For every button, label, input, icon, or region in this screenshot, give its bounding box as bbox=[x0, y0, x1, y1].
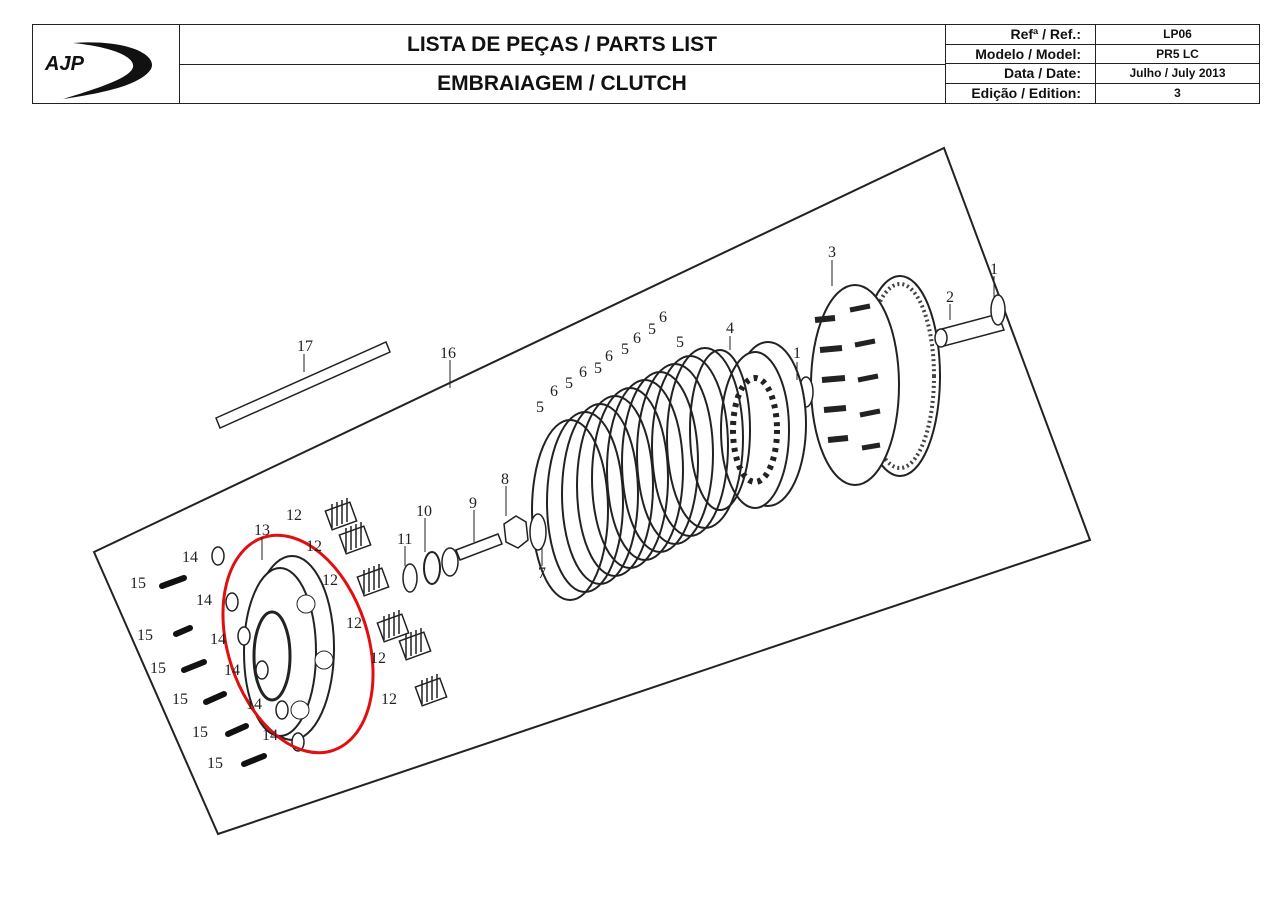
document-subtitle: EMBRAIAGEM / CLUTCH bbox=[437, 71, 687, 95]
callout-15: 15 bbox=[192, 724, 208, 741]
callout-5: 5 bbox=[676, 334, 684, 351]
document-title: LISTA DE PEÇAS / PARTS LIST bbox=[179, 25, 945, 65]
callout-10: 10 bbox=[416, 503, 432, 520]
title-cell: LISTA DE PEÇAS / PARTS LIST EMBRAIAGEM /… bbox=[179, 25, 946, 103]
spring-bolts bbox=[159, 575, 267, 767]
meta-row-edition: Edição / Edition: 3 bbox=[945, 83, 1259, 103]
callout-1: 1 bbox=[990, 261, 998, 278]
callout-5: 5 bbox=[648, 321, 656, 338]
callout-8: 8 bbox=[501, 471, 509, 488]
callout-2: 2 bbox=[946, 289, 954, 306]
callout-12: 12 bbox=[286, 507, 302, 524]
clutch-springs bbox=[324, 498, 448, 707]
callout-1: 1 bbox=[793, 345, 801, 362]
meta-label: Data / Date: bbox=[945, 64, 1096, 83]
callout-6: 6 bbox=[550, 383, 558, 400]
callout-12: 12 bbox=[346, 615, 362, 632]
callout-5: 5 bbox=[621, 341, 629, 358]
meta-row-model: Modelo / Model: PR5 LC bbox=[945, 44, 1259, 64]
callout-7: 7 bbox=[538, 565, 546, 582]
callout-12: 12 bbox=[381, 691, 397, 708]
callout-15: 15 bbox=[207, 755, 223, 772]
callout-13: 13 bbox=[254, 522, 270, 539]
pushrod-piece bbox=[441, 533, 503, 577]
meta-label: Refª / Ref.: bbox=[945, 25, 1096, 44]
meta-table: Refª / Ref.: LP06 Modelo / Model: PR5 LC… bbox=[945, 25, 1259, 103]
meta-value: PR5 LC bbox=[1156, 46, 1199, 61]
callout-14: 14 bbox=[196, 592, 212, 609]
meta-value: 3 bbox=[1174, 85, 1181, 100]
clutch-center-hub bbox=[720, 341, 807, 509]
callout-5: 5 bbox=[565, 375, 573, 392]
exploded-clutch-diagram: 1 1 2 3 4 5 5 5 5 5 5 6 6 6 6 6 7 8 9 10… bbox=[92, 146, 1092, 836]
header-table: AJP LISTA DE PEÇAS / PARTS LIST EMBRAIAG… bbox=[32, 24, 1260, 104]
leader-lines bbox=[261, 260, 995, 566]
meta-value: Julho / July 2013 bbox=[1129, 66, 1226, 80]
callout-4: 4 bbox=[726, 320, 734, 337]
callout-5: 5 bbox=[594, 360, 602, 377]
callout-12: 12 bbox=[322, 572, 338, 589]
spring-washers bbox=[211, 546, 305, 752]
callout-12: 12 bbox=[306, 538, 322, 555]
hub-nut bbox=[503, 515, 529, 549]
callout-6: 6 bbox=[633, 330, 641, 347]
meta-label: Modelo / Model: bbox=[945, 44, 1096, 63]
callout-6: 6 bbox=[605, 348, 613, 365]
callout-9: 9 bbox=[469, 495, 477, 512]
callout-15: 15 bbox=[172, 691, 188, 708]
callout-15: 15 bbox=[150, 660, 166, 677]
logo-text: AJP bbox=[44, 53, 85, 75]
callout-labels: 1 1 2 3 4 5 5 5 5 5 5 6 6 6 6 6 7 8 9 10… bbox=[130, 244, 998, 772]
callout-6: 6 bbox=[579, 364, 587, 381]
thrust-washer bbox=[990, 294, 1006, 326]
bearing-washer bbox=[402, 563, 418, 593]
callout-14: 14 bbox=[262, 727, 278, 744]
meta-row-date: Data / Date: Julho / July 2013 bbox=[945, 64, 1259, 84]
meta-row-ref: Refª / Ref.: LP06 bbox=[945, 25, 1259, 45]
highlight-ring bbox=[221, 533, 375, 755]
lock-washer bbox=[529, 513, 547, 551]
ajp-logo: AJP bbox=[44, 42, 153, 99]
callout-15: 15 bbox=[130, 575, 146, 592]
clutch-plates bbox=[531, 347, 751, 601]
callout-14: 14 bbox=[182, 549, 198, 566]
callout-14: 14 bbox=[246, 696, 262, 713]
callout-16: 16 bbox=[440, 345, 456, 362]
release-bearing bbox=[423, 551, 441, 585]
callout-6: 6 bbox=[659, 309, 667, 326]
callout-14: 14 bbox=[210, 631, 226, 648]
callout-3: 3 bbox=[828, 244, 836, 261]
meta-value: LP06 bbox=[1163, 27, 1192, 41]
callout-14: 14 bbox=[224, 662, 240, 679]
callout-15: 15 bbox=[137, 627, 153, 644]
sleeve bbox=[934, 313, 1005, 348]
push-rod bbox=[215, 340, 391, 430]
meta-label: Edição / Edition: bbox=[945, 83, 1096, 103]
callout-12: 12 bbox=[370, 650, 386, 667]
assembly-boundary bbox=[92, 146, 1092, 836]
callout-5: 5 bbox=[536, 399, 544, 416]
clutch-housing bbox=[810, 275, 941, 486]
callout-11: 11 bbox=[397, 531, 412, 548]
logo-cell: AJP bbox=[33, 25, 180, 103]
callout-17: 17 bbox=[297, 338, 313, 355]
